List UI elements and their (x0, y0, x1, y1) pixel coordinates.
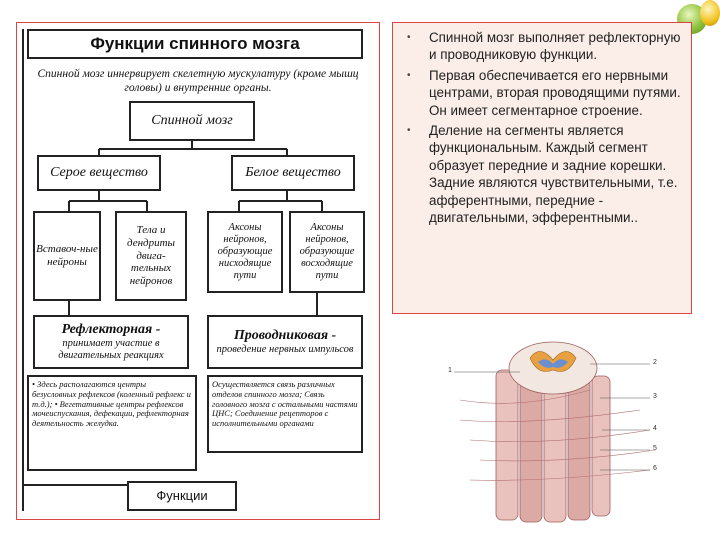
functions-box: Функции (127, 481, 237, 511)
description-bullet-list: Спинной мозг выполняет рефлекторную и пр… (401, 29, 681, 226)
callout-1: 1 (448, 367, 452, 374)
callout-6: 6 (653, 465, 657, 472)
ascending-axons-box: Аксоны нейронов, образующие восходящие п… (289, 211, 365, 293)
conduction-function-desc: проведение нервных импульсов (216, 344, 354, 356)
white-matter-box: Белое вещество (231, 155, 355, 191)
scheme-title: Функции спинного мозга (27, 29, 363, 59)
reflex-function-desc: принимает участие в двигательных реакция… (58, 337, 164, 362)
yellow-bubble-decoration (700, 0, 720, 26)
motor-neuron-bodies-box: Тела и дендриты двига-тельных нейронов (115, 211, 187, 301)
scheme-connector-lines (22, 29, 323, 511)
grey-matter-box: Серое вещество (37, 155, 161, 191)
descending-axons-box: Аксоны нейронов, образующие нисходящие п… (207, 211, 283, 293)
scheme-intro: Спинной мозг иннервирует скелетную муску… (37, 68, 359, 95)
bullet-item: Деление на сегменты является функциональ… (401, 122, 681, 226)
callout-3: 3 (653, 393, 657, 400)
spinal-cord-drawing (454, 341, 656, 523)
bullet-item: Первая обеспечивается его нервными центр… (401, 67, 681, 119)
callout-2: 2 (653, 359, 657, 366)
reflex-notes-box: • Здесь располагаются центры безусловных… (27, 375, 197, 471)
conduction-function-title: Проводниковая - (233, 327, 337, 343)
bullet-item: Спинной мозг выполняет рефлекторную и пр… (401, 29, 681, 64)
reflex-function-title: Рефлекторная - (61, 321, 161, 337)
spinal-cord-box: Спинной мозг (129, 101, 255, 141)
conduction-notes-box: Осуществляется связь различных отделов с… (207, 375, 363, 453)
callout-4: 4 (653, 425, 657, 432)
description-text-panel: Спинной мозг выполняет рефлекторную и пр… (392, 22, 692, 314)
spinal-cord-segment-illustration: 1 2 3 4 5 6 (440, 330, 680, 530)
interneurons-box: Вставоч-ные нейроны (33, 211, 101, 301)
reflex-function-box: Рефлекторная - принимает участие в двига… (33, 315, 189, 369)
conduction-function-box: Проводниковая - проведение нервных импул… (207, 315, 363, 369)
spinal-cord-functions-scheme: Функции спинного мозга Спинной мозг инне… (16, 22, 380, 520)
callout-5: 5 (653, 445, 657, 452)
